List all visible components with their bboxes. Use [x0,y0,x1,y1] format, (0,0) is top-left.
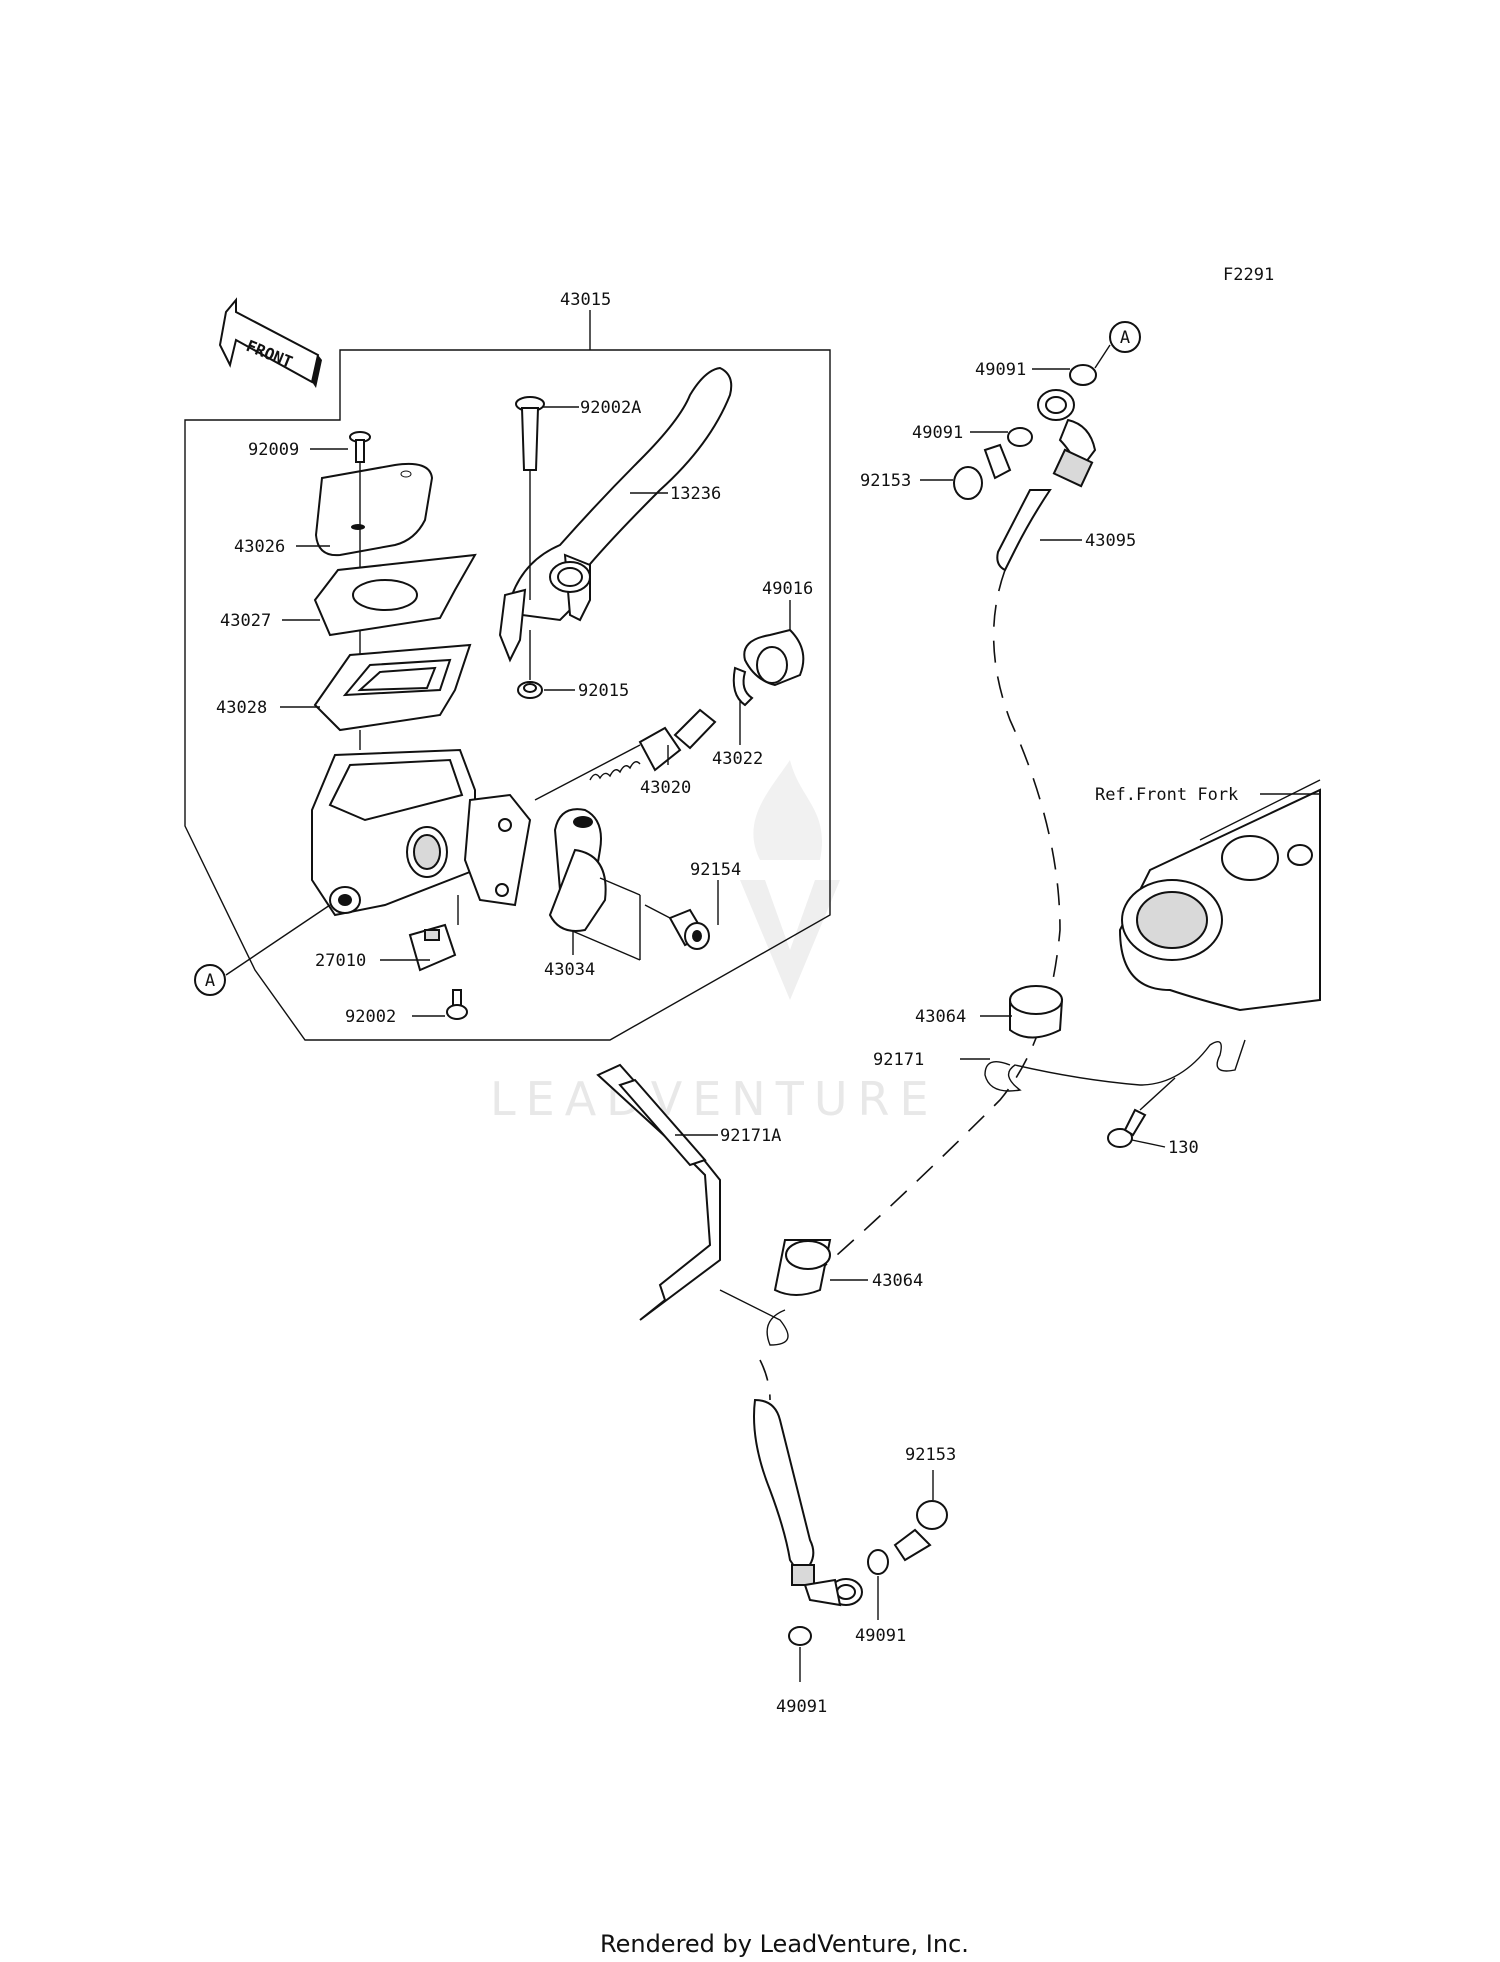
front-fork [1118,779,1321,1012]
diagram-code: F2291 [1223,265,1274,285]
label-92171: 92171 [873,1050,924,1070]
screw-92002 [446,989,468,1020]
grommet-upper [1009,985,1064,1039]
washer-lower-2 [788,1626,812,1646]
grommet-lower [773,1239,832,1296]
piston-assembly [589,708,717,781]
reservoir-cap [314,462,434,557]
label-49016: 49016 [762,579,813,599]
leader-lines [280,368,1166,1682]
hose-bracket-92171A [596,1063,789,1346]
label-49091-upper-1: 49091 [975,360,1026,380]
nut-92015 [517,681,543,699]
label-13236: 13236 [670,484,721,504]
label-130: 130 [1168,1138,1199,1158]
label-43095: 43095 [1085,531,1136,551]
clamp-43034 [548,808,641,961]
ref-marker-a-left: A [194,964,226,996]
hose-path [819,569,1061,1271]
boot-49016 [743,628,805,687]
brake-hose-upper [996,489,1052,572]
bolt-92154 [668,908,710,950]
label-43028: 43028 [216,698,267,718]
label-43034: 43034 [544,960,595,980]
hose-clamp-92171 [984,1039,1246,1092]
diaphragm [313,643,472,732]
lower-banjo-fitting [791,1564,863,1607]
label-ref-front-fork: Ref.Front Fork [1095,785,1238,805]
watermark-flame [753,760,823,860]
pivot-bolt [515,396,545,471]
label-49091-lower-1: 49091 [855,1626,906,1646]
brake-lever [498,366,733,663]
label-43022: 43022 [712,749,763,769]
label-92153-upper: 92153 [860,471,911,491]
svg-text:A: A [205,971,215,991]
label-49091-upper-2: 49091 [912,423,963,443]
label-92015: 92015 [578,681,629,701]
label-92002: 92002 [345,1007,396,1027]
brake-hose-lower [753,1398,815,1577]
washer-upper-1 [1069,364,1097,386]
label-43015: 43015 [560,290,611,310]
screw-92009 [349,431,371,463]
label-49091-lower-2: 49091 [776,1697,827,1717]
bolt-130 [1107,1108,1147,1148]
label-43020: 43020 [640,778,691,798]
label-92171A: 92171A [720,1126,781,1146]
hose-path-lower [759,1359,771,1401]
footer-credit: Rendered by LeadVenture, Inc. [600,1930,969,1958]
washer-upper-2 [1007,427,1033,447]
watermark: LEADVENTURE [490,760,939,1126]
diaphragm-plate [313,553,477,637]
ref-marker-a-right: A [1109,321,1141,353]
label-92154: 92154 [690,860,741,880]
master-cylinder-body [311,748,532,917]
circlip [732,666,754,707]
banjo-bolt-upper [953,443,1012,500]
upper-banjo-fitting [1037,389,1097,488]
brake-switch [408,923,457,972]
watermark-text: LEADVENTURE [490,1072,939,1126]
front-arrow-icon: FRONT [218,297,322,388]
washer-lower-1 [867,1549,889,1575]
label-92009: 92009 [248,440,299,460]
label-92002A: 92002A [580,398,641,418]
label-43027: 43027 [220,611,271,631]
svg-text:A: A [1120,328,1130,348]
label-43064-upper: 43064 [915,1007,966,1027]
assembly-frame [184,310,831,1041]
label-43064-lower: 43064 [872,1271,923,1291]
label-27010: 27010 [315,951,366,971]
banjo-bolt-lower [893,1500,948,1562]
label-92153-lower: 92153 [905,1445,956,1465]
watermark-logo [740,880,840,1000]
label-43026: 43026 [234,537,285,557]
